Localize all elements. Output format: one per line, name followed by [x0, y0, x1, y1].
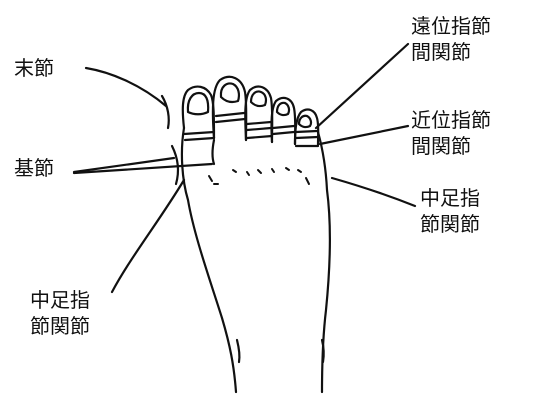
- label-mtp-joint-left-line1: 中足指: [30, 288, 90, 312]
- toe-joint-band-8: [271, 124, 296, 130]
- mtp-mark-8: [297, 169, 302, 173]
- leader-mtp-right: [330, 176, 417, 208]
- label-mtp-joint-left-line2: 節関節: [30, 314, 90, 338]
- toe-joint-band-10: [294, 129, 319, 134]
- leader-pip: [318, 124, 410, 146]
- label-dip-joint: 遠位指節 間関節: [411, 13, 491, 65]
- label-mtp-joint-right-line1: 中足指: [420, 186, 480, 210]
- third-toe-nail: [249, 90, 268, 108]
- mtp-mark-7: [285, 167, 290, 171]
- toe-joint-band-5: [245, 120, 273, 126]
- mtp-mark-4: [246, 171, 250, 176]
- label-proximal-phalanx: 基節: [14, 155, 54, 181]
- toe-joint-band-1: [182, 130, 216, 136]
- toe-joint-band-9: [271, 130, 296, 136]
- label-dip-joint-line1: 遠位指節: [411, 14, 491, 38]
- second-toe-nail: [219, 82, 241, 104]
- leader-mtp-left: [110, 178, 186, 294]
- label-mtp-joint-right-line2: 節関節: [420, 212, 480, 236]
- toe-joint-band-11: [294, 135, 320, 140]
- fourth-toe-nail: [275, 101, 291, 117]
- toe-joint-band-6: [245, 126, 273, 132]
- label-pip-joint: 近位指節 間関節: [411, 107, 491, 159]
- label-pip-joint-line2: 間関節: [411, 134, 471, 158]
- label-mtp-joint-left: 中足指 節関節: [30, 287, 90, 339]
- leader-proximal-2: [72, 162, 214, 175]
- mtp-mark-6: [271, 168, 275, 173]
- toe-joint-band-4: [214, 117, 247, 124]
- leader-distal: [84, 66, 168, 108]
- mtp-mark-5: [257, 169, 262, 174]
- third-toe-outline: [244, 85, 274, 144]
- mtp-mark-9: [305, 177, 310, 185]
- leader-proximal-1: [72, 156, 176, 174]
- proximal-bracket: [170, 144, 180, 186]
- label-pip-joint-line1: 近位指節: [411, 108, 491, 132]
- ankle-crease-left: [235, 338, 241, 364]
- label-proximal-phalanx-text: 基節: [14, 156, 54, 180]
- little-toe-nail: [297, 114, 313, 129]
- ankle-crease-right: [320, 338, 325, 364]
- toe-joint-band-7: [245, 134, 274, 140]
- second-toe-outline: [211, 75, 248, 142]
- mtp-mark-1: [208, 175, 213, 182]
- toe-joint-band-3: [214, 111, 246, 118]
- little-toe-outline: [293, 108, 320, 147]
- leader-dip: [314, 42, 410, 130]
- big-toe-ring: [211, 138, 216, 166]
- label-mtp-joint-right: 中足指 節関節: [420, 185, 480, 237]
- fourth-toe-outline: [270, 96, 297, 146]
- label-distal-phalanx: 末節: [14, 55, 54, 81]
- distal-bracket: [160, 94, 170, 130]
- label-distal-phalanx-text: 末節: [14, 56, 54, 80]
- mtp-mark-3: [232, 169, 237, 173]
- label-dip-joint-line2: 間関節: [411, 40, 471, 64]
- big-toe-nail: [186, 91, 210, 116]
- toe-joint-band-2: [183, 136, 216, 142]
- foot-outline-left: [180, 126, 238, 394]
